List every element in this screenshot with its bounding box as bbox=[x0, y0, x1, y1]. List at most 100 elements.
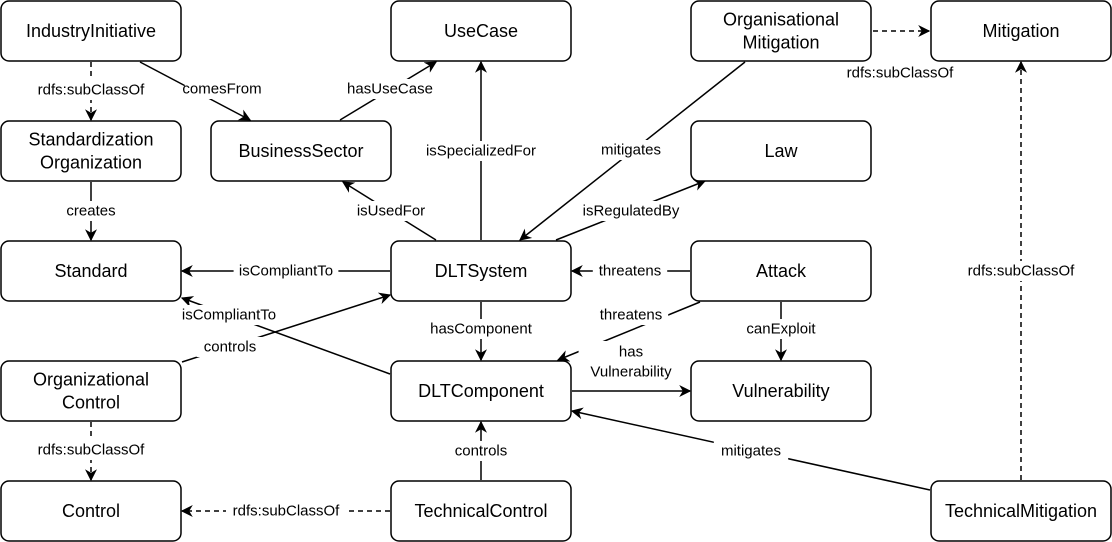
node-industry-initiative[interactable]: IndustryInitiative bbox=[0, 0, 182, 62]
node-label: Mitigation bbox=[982, 21, 1059, 41]
edge-label-background bbox=[447, 441, 515, 461]
node-box bbox=[930, 0, 1112, 62]
edge-label: comesFrom bbox=[182, 79, 262, 99]
node-box bbox=[0, 120, 182, 182]
node-control[interactable]: Control bbox=[0, 480, 182, 542]
edge-label: rdfs:subClassOf bbox=[31, 440, 151, 460]
edge-label: rdfs:subClassOf bbox=[840, 63, 960, 83]
edge-label: rdfs:subClassOf bbox=[961, 261, 1081, 281]
edge-label-text: hasUseCase bbox=[347, 81, 433, 98]
node-dlt-component[interactable]: DLTComponent bbox=[390, 360, 572, 422]
edge-label-text: rdfs:subClassOf bbox=[38, 82, 146, 99]
node-law[interactable]: Law bbox=[690, 120, 872, 182]
node-box bbox=[690, 360, 872, 422]
edge-label-text: mitigates bbox=[601, 142, 661, 159]
node-business-sector[interactable]: BusinessSector bbox=[210, 120, 392, 182]
node-vulnerability[interactable]: Vulnerability bbox=[690, 360, 872, 422]
node-label: BusinessSector bbox=[238, 141, 363, 161]
edge-label-text: canExploit bbox=[746, 321, 816, 338]
node-use-case[interactable]: UseCase bbox=[390, 0, 572, 62]
node-label: Mitigation bbox=[742, 33, 819, 53]
node-box bbox=[930, 480, 1112, 542]
edge-label-text: isCompliantTo bbox=[239, 263, 333, 280]
edge-label-text: isRegulatedBy bbox=[583, 203, 680, 220]
edge-label-text: isUsedFor bbox=[357, 203, 425, 220]
node-dlt-system[interactable]: DLTSystem bbox=[390, 240, 572, 302]
node-label: Standardization bbox=[28, 130, 153, 150]
node-attack[interactable]: Attack bbox=[690, 240, 872, 302]
edge-label-text: mitigates bbox=[721, 443, 781, 460]
edge-label-background bbox=[578, 201, 684, 221]
edge-label-background bbox=[713, 441, 789, 461]
edge-label-text: hasComponent bbox=[430, 321, 533, 338]
edge-label-text: creates bbox=[66, 203, 115, 220]
edge-label: hasComponent bbox=[430, 319, 533, 339]
edge-label: mitigates bbox=[593, 140, 669, 160]
node-box bbox=[390, 240, 572, 302]
edge-label-background bbox=[961, 261, 1081, 281]
node-label: TechnicalControl bbox=[414, 501, 547, 521]
node-box bbox=[0, 360, 182, 422]
node-standard[interactable]: Standard bbox=[0, 240, 182, 302]
edge-label-background bbox=[226, 501, 346, 521]
node-box bbox=[690, 0, 872, 62]
edge-label-text: rdfs:subClassOf bbox=[233, 503, 341, 520]
edge-label-text: rdfs:subClassOf bbox=[968, 263, 1076, 280]
edge-label-text: Vulnerability bbox=[590, 364, 672, 381]
node-box bbox=[0, 0, 182, 62]
edge-label: mitigates bbox=[713, 441, 789, 461]
edge-label: threatens bbox=[592, 261, 668, 281]
edge-label-background bbox=[578, 341, 684, 383]
node-label: Organization bbox=[40, 153, 142, 173]
edge-label-text: rdfs:subClassOf bbox=[38, 442, 146, 459]
node-label: Control bbox=[62, 501, 120, 521]
edge-label: controls bbox=[196, 337, 264, 357]
edge-label-background bbox=[417, 141, 545, 161]
edge-label-background bbox=[61, 201, 121, 221]
edge-label-background bbox=[233, 261, 339, 281]
edge-label-background bbox=[196, 337, 264, 357]
node-label: Vulnerability bbox=[732, 381, 829, 401]
edge-label-background bbox=[592, 261, 668, 281]
edge-label: rdfs:subClassOf bbox=[226, 501, 346, 521]
edge-label-text: threatens bbox=[599, 263, 662, 280]
edge-label: controls bbox=[447, 441, 515, 461]
edge-label-text: threatens bbox=[600, 307, 663, 324]
node-technical-mitigation[interactable]: TechnicalMitigation bbox=[930, 480, 1112, 542]
edge-labels-layer: rdfs:subClassOf comesFrom hasUseCase rdfs:s… bbox=[31, 63, 1081, 521]
edge-label-background bbox=[432, 319, 530, 339]
node-box bbox=[0, 240, 182, 302]
node-box bbox=[390, 480, 572, 542]
node-mitigation[interactable]: Mitigation bbox=[930, 0, 1112, 62]
node-box bbox=[210, 120, 392, 182]
node-label: Law bbox=[764, 141, 798, 161]
node-label: Control bbox=[62, 393, 120, 413]
edge-label: threatens bbox=[593, 305, 669, 325]
edge-label-background bbox=[593, 140, 669, 160]
edge-label: isUsedFor bbox=[353, 201, 429, 221]
edge-label: isCompliantTo bbox=[176, 305, 282, 325]
node-technical-control[interactable]: TechnicalControl bbox=[390, 480, 572, 542]
node-box bbox=[390, 0, 572, 62]
edge-label-background bbox=[176, 305, 282, 325]
edge-label: canExploit bbox=[740, 319, 822, 339]
edge-label: rdfs:subClassOf bbox=[31, 80, 151, 100]
edge-label-text: controls bbox=[455, 443, 508, 460]
edge-label-background bbox=[840, 63, 960, 83]
node-label: UseCase bbox=[444, 21, 518, 41]
edge-label-background bbox=[740, 319, 822, 339]
node-label: Organisational bbox=[723, 10, 839, 30]
edge-label-text: has bbox=[619, 344, 643, 361]
node-box bbox=[0, 480, 182, 542]
node-box bbox=[690, 240, 872, 302]
node-label: Attack bbox=[756, 261, 807, 281]
node-box bbox=[690, 120, 872, 182]
edge-label-text: isCompliantTo bbox=[182, 307, 276, 324]
node-label: DLTComponent bbox=[418, 381, 544, 401]
node-label: Organizational bbox=[33, 370, 149, 390]
edge-label-background bbox=[31, 440, 151, 460]
